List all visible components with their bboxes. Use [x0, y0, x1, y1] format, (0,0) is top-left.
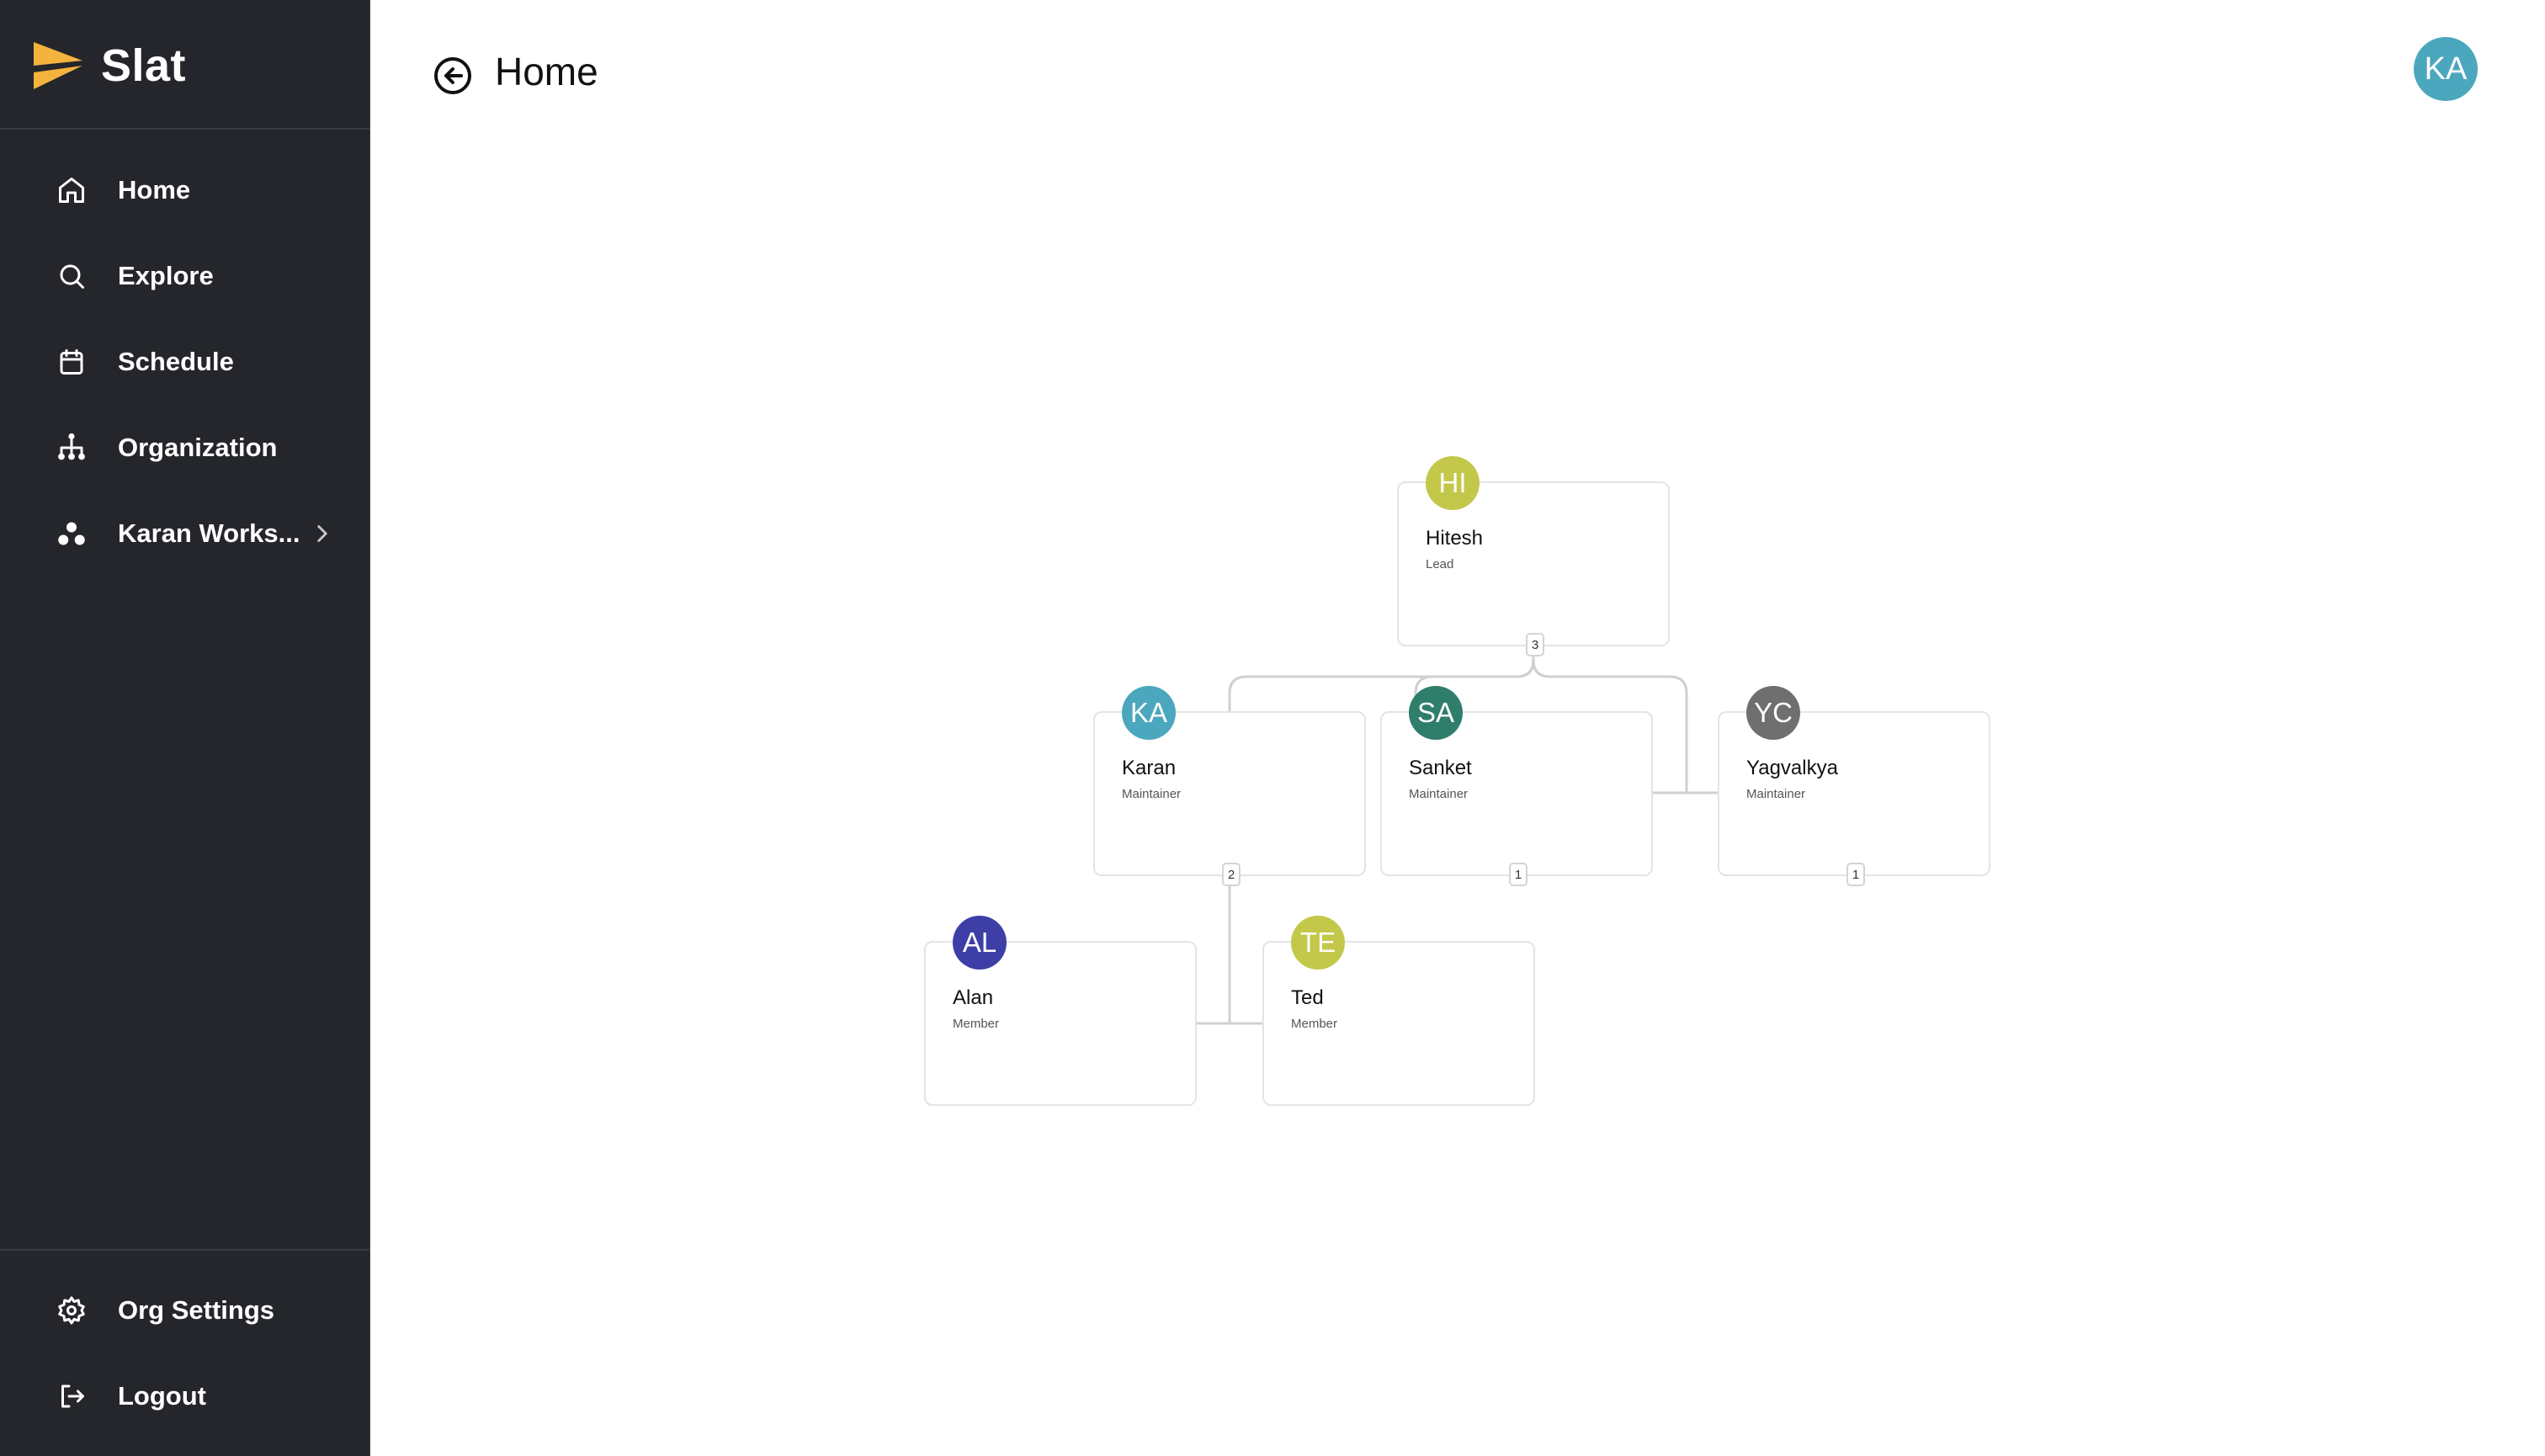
- org-card-karan[interactable]: KA Karan Maintainer 2: [1093, 686, 1366, 886]
- sidebar-item-label: Home: [118, 175, 191, 205]
- slat-logo-icon: [34, 42, 82, 89]
- sidebar: Slat Home Explore Schedule: [0, 0, 370, 1456]
- brand[interactable]: Slat: [32, 25, 186, 106]
- sidebar-item-workspace[interactable]: Karan Works...: [50, 504, 345, 563]
- page-title: Home: [495, 50, 598, 93]
- sidebar-item-org-settings[interactable]: Org Settings: [50, 1281, 345, 1340]
- member-role: Lead: [1426, 557, 1454, 571]
- gear-icon: [50, 1289, 93, 1331]
- avatar: SA: [1409, 686, 1463, 740]
- sidebar-item-label: Organization: [118, 433, 278, 462]
- reports-count-badge[interactable]: 3: [1526, 633, 1544, 656]
- sidebar-divider: [0, 1249, 370, 1251]
- avatar: TE: [1291, 916, 1345, 970]
- sidebar-item-organization[interactable]: Organization: [50, 418, 345, 477]
- sidebar-item-home[interactable]: Home: [50, 161, 345, 220]
- org-card-yagvalkya[interactable]: YC Yagvalkya Maintainer 1: [1718, 686, 1990, 886]
- workspace-icon: [50, 513, 93, 555]
- app-name: Slat: [101, 40, 187, 91]
- sidebar-item-schedule[interactable]: Schedule: [50, 332, 345, 391]
- avatar: HI: [1426, 456, 1480, 510]
- member-name: Yagvalkya: [1746, 757, 1838, 779]
- member-name: Karan: [1122, 757, 1177, 779]
- org-card-hitesh[interactable]: HI Hitesh Lead 3: [1397, 456, 1670, 656]
- sidebar-item-label: Karan Works...: [118, 518, 300, 548]
- sidebar-item-label: Explore: [118, 261, 214, 290]
- member-role: Maintainer: [1746, 787, 1806, 801]
- member-name: Hitesh: [1426, 527, 1484, 550]
- reports-count-badge[interactable]: 1: [1846, 863, 1865, 886]
- member-role: Maintainer: [1122, 787, 1182, 801]
- home-icon: [50, 169, 93, 211]
- member-name: Alan: [953, 986, 994, 1009]
- search-icon: [50, 255, 93, 297]
- member-name: Sanket: [1409, 757, 1472, 779]
- org-tree-icon: [50, 427, 93, 469]
- sidebar-item-logout[interactable]: Logout: [50, 1367, 345, 1426]
- org-card-alan[interactable]: AL Alan Member: [924, 916, 1197, 1106]
- member-role: Member: [953, 1017, 1000, 1031]
- brand-divider: [0, 128, 370, 130]
- avatar: AL: [953, 916, 1007, 970]
- org-card-ted[interactable]: TE Ted Member: [1262, 916, 1535, 1106]
- sidebar-item-label: Logout: [118, 1381, 207, 1411]
- sidebar-item-label: Org Settings: [118, 1295, 275, 1325]
- avatar: KA: [1122, 686, 1176, 740]
- user-avatar[interactable]: KA: [2414, 37, 2478, 101]
- connector-hitesh-karan: [1228, 645, 1535, 712]
- sidebar-item-explore[interactable]: Explore: [50, 247, 345, 306]
- connector-karan-reports: [1197, 874, 1262, 1025]
- logout-icon: [50, 1375, 93, 1417]
- sidebar-item-label: Schedule: [118, 347, 234, 376]
- member-role: Member: [1291, 1017, 1338, 1031]
- reports-count-badge[interactable]: 2: [1222, 863, 1241, 886]
- back-arrow-icon[interactable]: [433, 56, 473, 96]
- avatar: YC: [1746, 686, 1800, 740]
- org-card-sanket[interactable]: SA Sanket Maintainer 1: [1380, 686, 1653, 886]
- member-role: Maintainer: [1409, 787, 1469, 801]
- member-name: Ted: [1291, 986, 1324, 1009]
- calendar-icon: [50, 341, 93, 383]
- reports-count-badge[interactable]: 1: [1509, 863, 1528, 886]
- chevron-right-icon[interactable]: [308, 519, 337, 548]
